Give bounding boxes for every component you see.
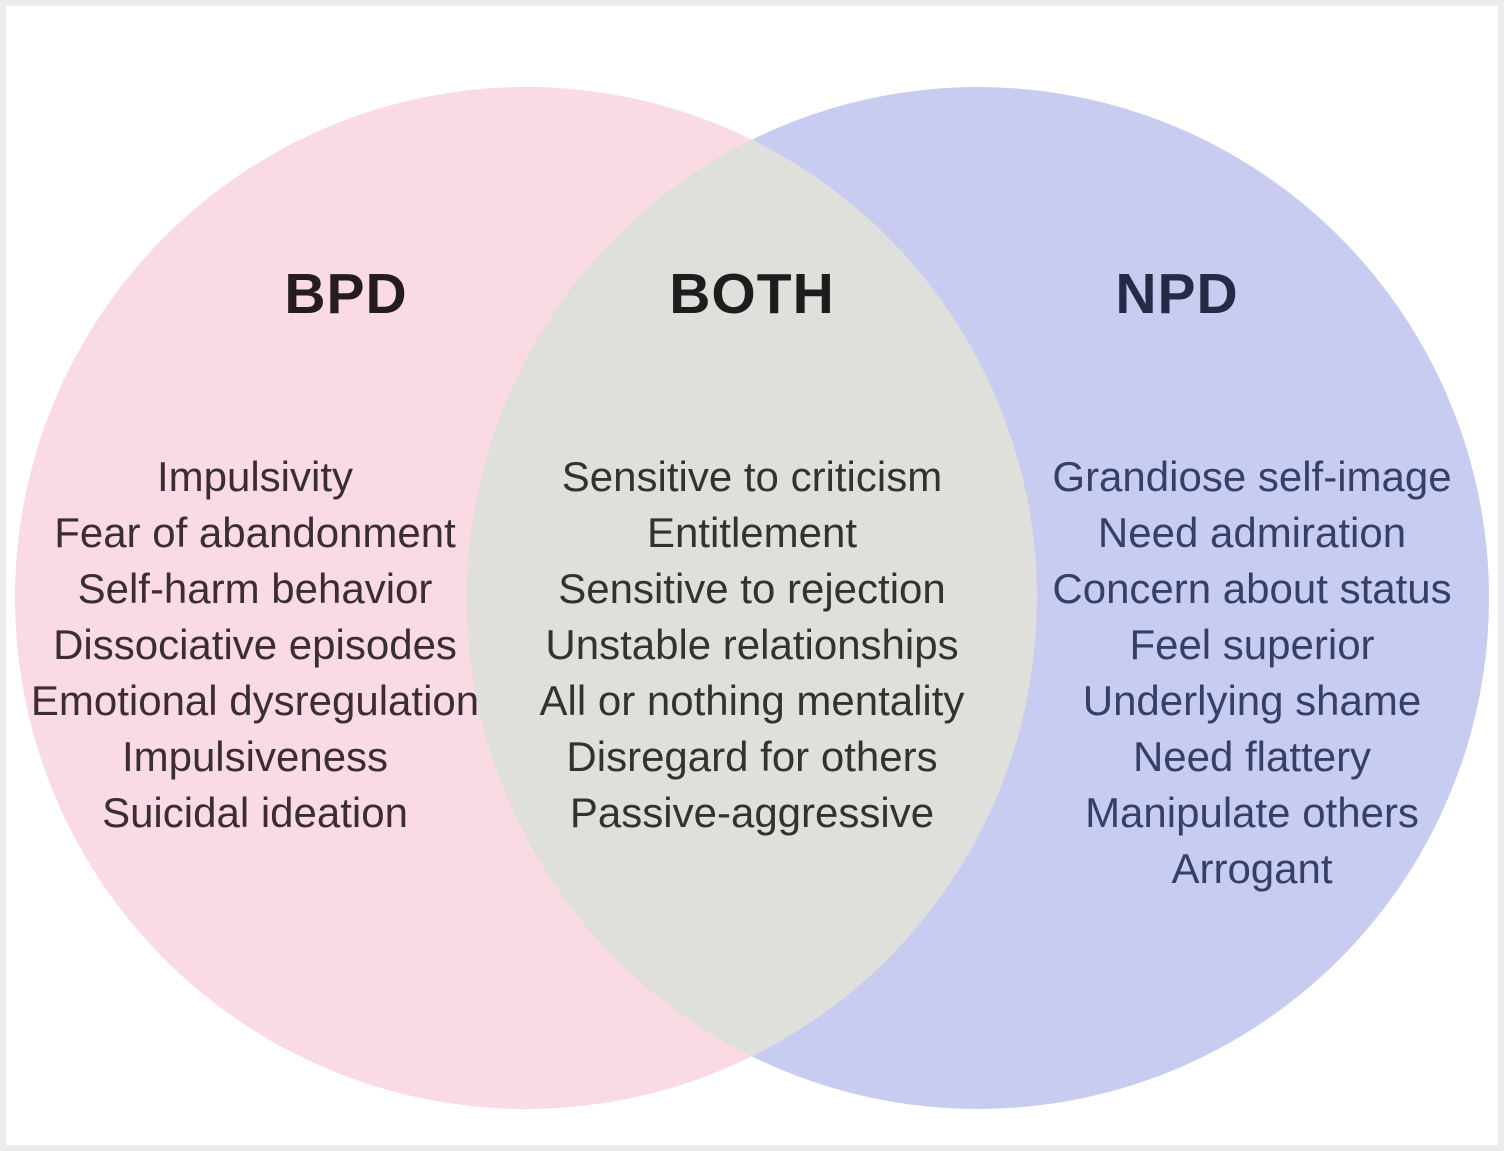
- npd-trait: Manipulate others: [1085, 789, 1419, 836]
- npd-trait: Need flattery: [1132, 733, 1372, 780]
- bpd-trait: Self-harm behavior: [77, 565, 433, 612]
- npd-trait: Need admiration: [1097, 509, 1407, 556]
- npd-trait: Grandiose self-image: [1052, 453, 1452, 500]
- npd-trait-list: Grandiose self-image Need admiration Con…: [1017, 449, 1487, 897]
- bpd-trait: Suicidal ideation: [102, 789, 408, 836]
- bpd-trait: Emotional dysregulation: [30, 677, 480, 724]
- both-trait: Disregard for others: [566, 733, 938, 780]
- both-trait: Unstable relationships: [545, 621, 959, 668]
- venn-circles: [15, 87, 1489, 1109]
- npd-trait: Underlying shame: [1082, 677, 1422, 724]
- bpd-trait: Dissociative episodes: [53, 621, 457, 668]
- both-trait: Sensitive to rejection: [558, 565, 946, 612]
- bpd-trait: Impulsivity: [156, 453, 354, 500]
- both-title: BOTH: [669, 262, 835, 326]
- bpd-trait: Fear of abandonment: [54, 509, 456, 556]
- bpd-trait: Impulsiveness: [121, 733, 389, 780]
- npd-trait: Feel superior: [1129, 621, 1375, 668]
- npd-trait: Arrogant: [1171, 845, 1333, 892]
- both-trait: All or nothing mentality: [539, 677, 965, 724]
- overlap-region: [467, 87, 1037, 1109]
- npd-title: NPD: [1115, 262, 1239, 326]
- bpd-trait-list: Impulsivity Fear of abandonment Self-har…: [6, 449, 510, 841]
- both-trait: Entitlement: [646, 509, 858, 556]
- both-trait-list: Sensitive to criticism Entitlement Sensi…: [502, 449, 1002, 841]
- both-trait: Passive-aggressive: [569, 789, 935, 836]
- npd-trait: Concern about status: [1052, 565, 1452, 612]
- both-trait: Sensitive to criticism: [561, 453, 943, 500]
- bpd-title: BPD: [284, 262, 408, 326]
